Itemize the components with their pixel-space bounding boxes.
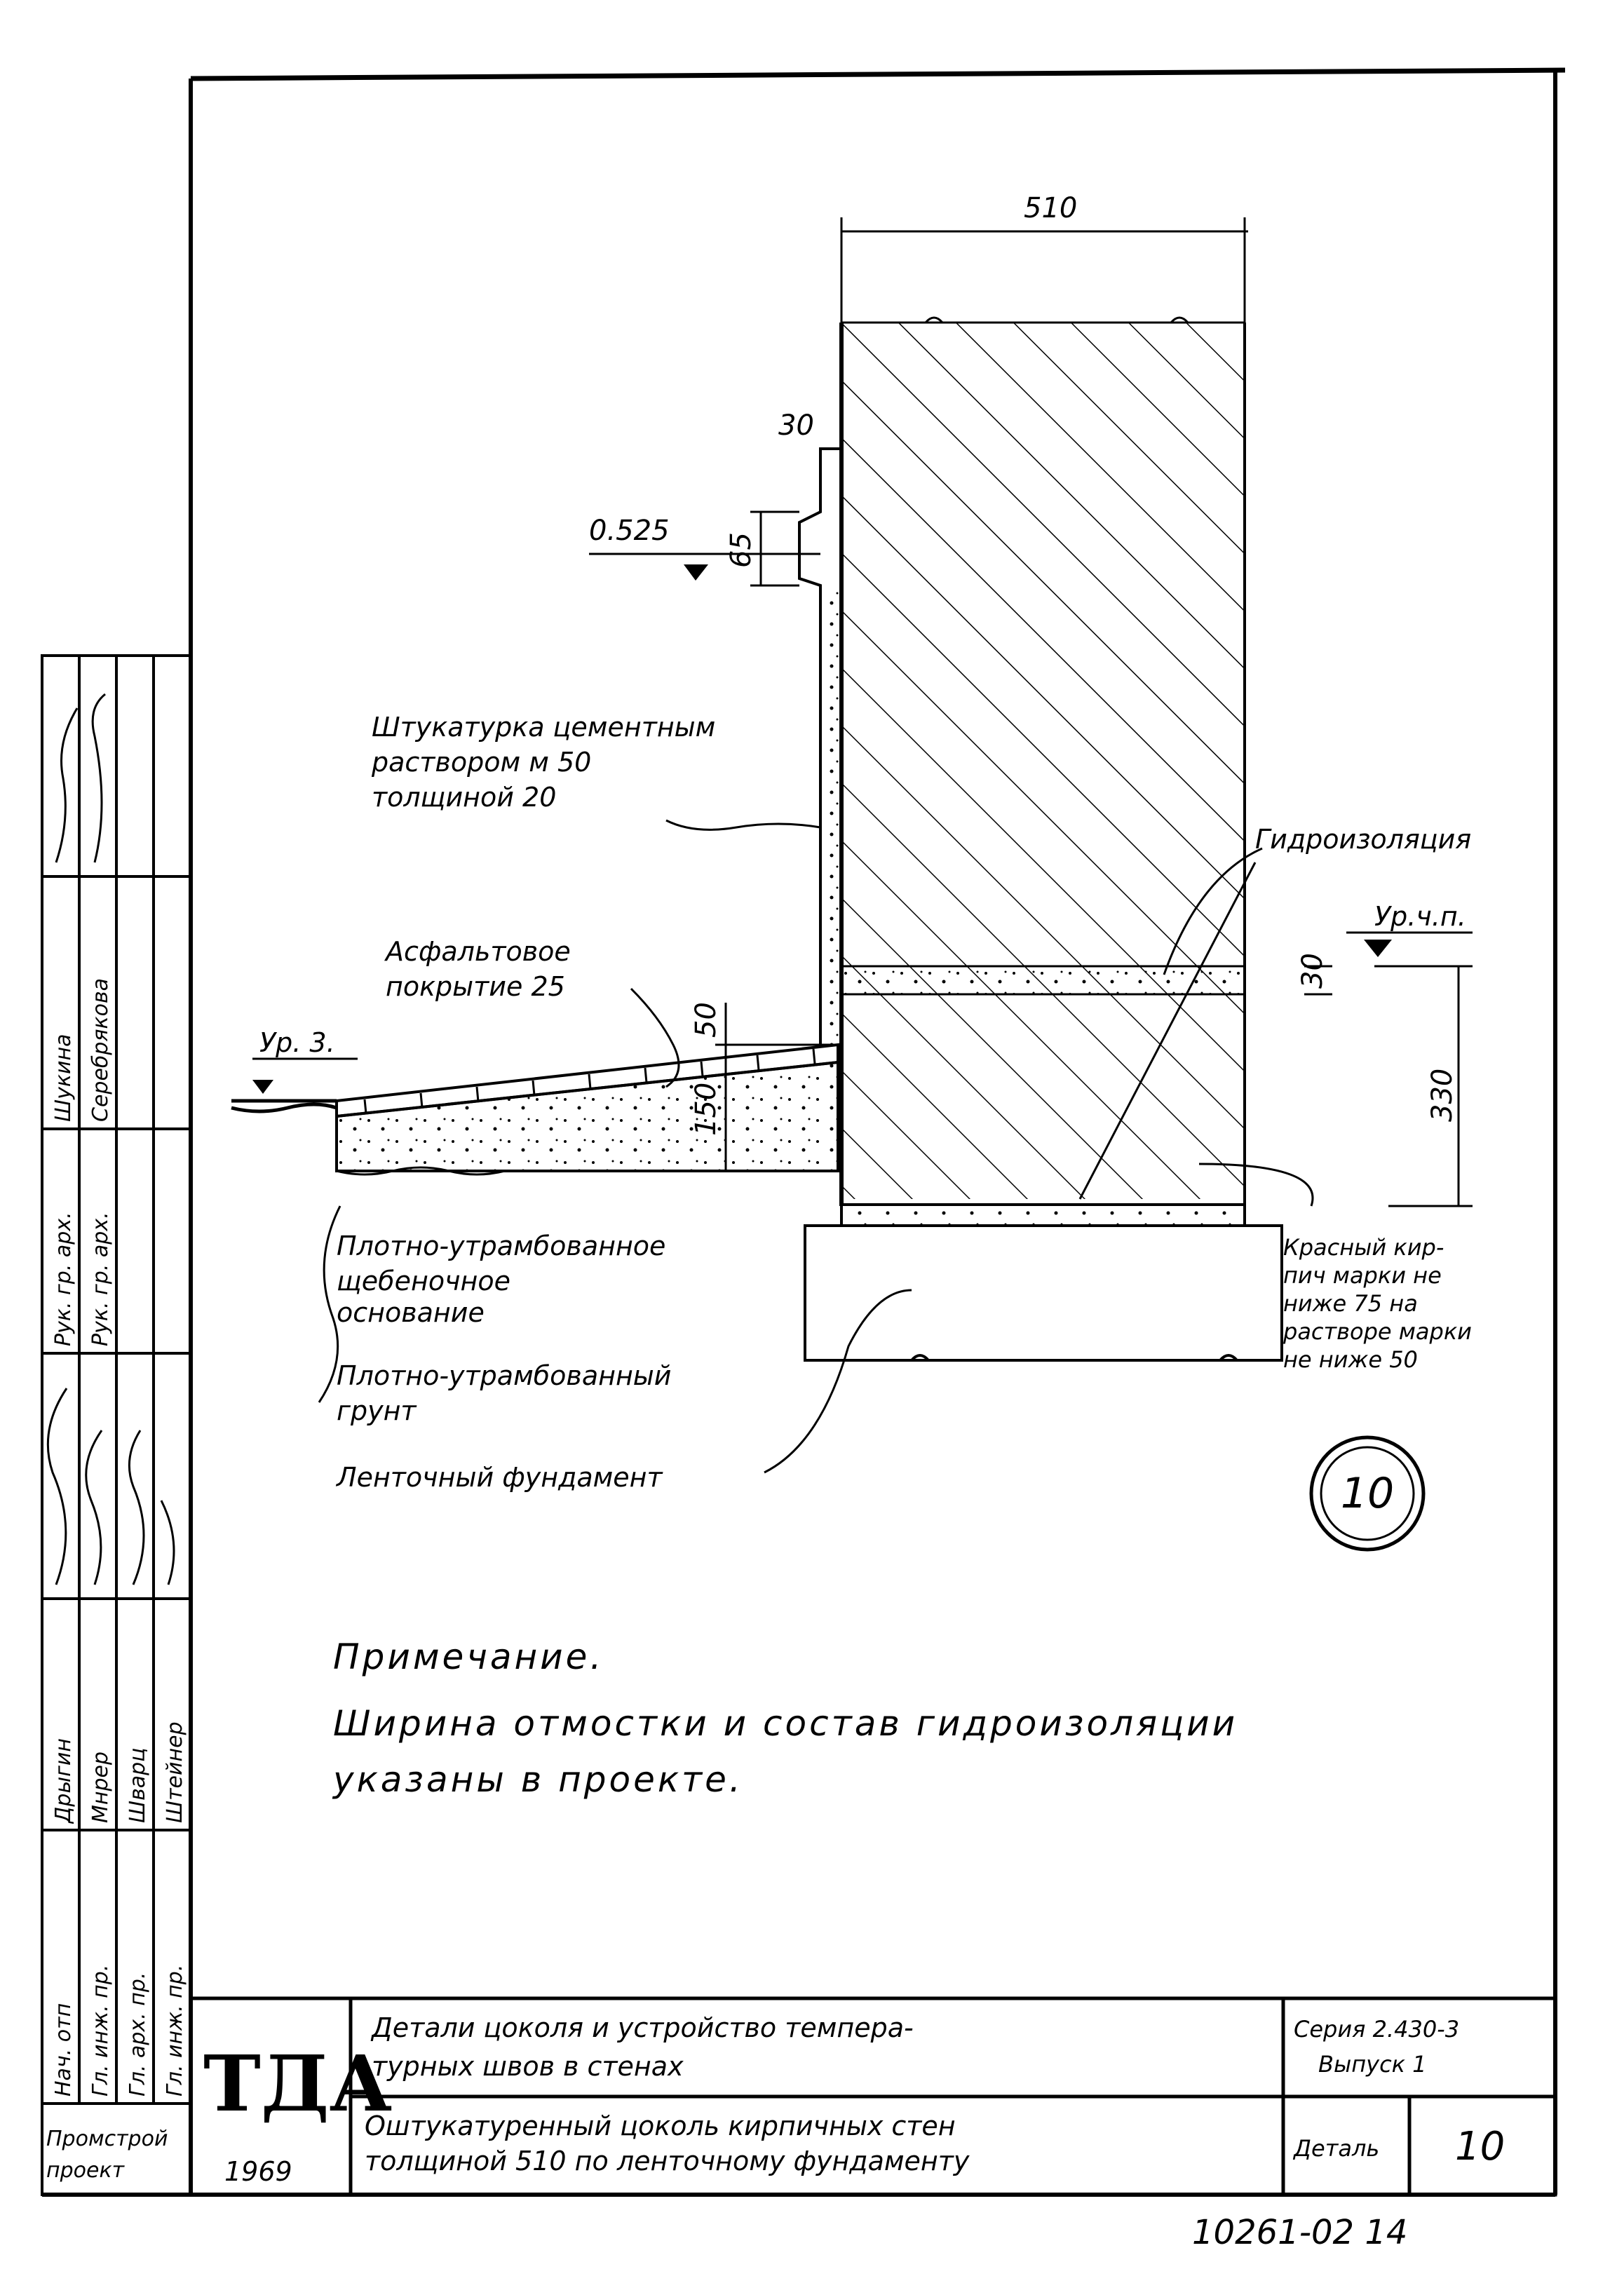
paving [231,1043,839,1176]
svg-text:Серебрякова: Серебрякова [88,978,113,1122]
label-red-brick: Красный кир- пич марки не ниже 75 на рас… [1283,1234,1472,1373]
dimension-lines [715,217,1473,1207]
svg-text:Ширина отмостки и состав гидро: Ширина отмостки и состав гидроизоляции [333,1703,1238,1744]
dim-waterproof: 30 [1297,953,1329,989]
svg-text:щебеночное: щебеночное [337,1266,510,1296]
svg-text:Нач. отп: Нач. отп [51,2003,76,2097]
level-mark-floor: Ур.ч.п. [1346,901,1473,957]
title-block-logo: ТДА [203,2038,392,2129]
dim-elevation: 0.525 [589,515,670,547]
svg-text:пич марки не: пич марки не [1283,1262,1442,1289]
waterproofing-layer [840,965,1246,996]
dim-foundation-depth: 330 [1426,1069,1459,1122]
title-block-year: 1969 [224,2156,292,2187]
svg-text:толщиной 20: толщиной 20 [372,782,556,813]
svg-text:Рук. гр. арх.: Рук. гр. арх. [51,1212,76,1346]
dim-base: 150 [690,1083,722,1136]
svg-text:Выпуск 1: Выпуск 1 [1318,2051,1427,2078]
strip-foundation [804,1224,1283,1362]
svg-text:Промстрой: Промстрой [46,2127,168,2151]
title-block-detail-label: Деталь [1292,2135,1379,2162]
label-strip-foundation: Ленточный фундамент [335,1462,664,1493]
dim-asphalt: 50 [690,1002,722,1038]
title-block-title-bottom: Оштукатуренный цоколь кирпичных стен тол… [365,2111,970,2176]
label-compacted-base: Плотно-утрамбованное щебеночное основани… [337,1231,665,1328]
svg-text:Гл. инж. пр.: Гл. инж. пр. [88,1965,113,2097]
svg-text:Ур. 3.: Ур. 3. [259,1027,335,1058]
svg-text:Дрыгин: Дрыгин [51,1738,76,1824]
svg-text:Гл. инж. пр.: Гл. инж. пр. [163,1965,187,2097]
svg-text:Штукатурка цементным: Штукатурка цементным [372,712,715,743]
svg-text:толщиной 510 по ленточному фун: толщиной 510 по ленточному фундаменту [365,2146,970,2176]
svg-text:основание: основание [337,1297,485,1328]
svg-text:10: 10 [1341,1469,1394,1518]
svg-text:растворе марки: растворе марки [1283,1318,1472,1345]
org-stamp: Промстрой проект [46,2127,168,2183]
label-asphalt: Асфальтовое покрытие 25 [384,936,571,1002]
svg-text:Детали цоколя и устройство тем: Детали цоколя и устройство темпера- [370,2012,914,2043]
leader-lines [318,819,1314,1474]
note: Примечание. Ширина отмостки и состав гид… [332,1637,1238,1800]
handwritten-signatures [46,693,175,1585]
svg-text:Мнрер: Мнрер [88,1752,113,1823]
svg-text:Шукина: Шукина [51,1034,76,1122]
mortar-bed [840,1203,1246,1227]
svg-text:указаны в проекте.: указаны в проекте. [332,1759,743,1800]
svg-text:Плотно-утрамбованный: Плотно-утрамбованный [337,1360,672,1391]
svg-text:Плотно-утрамбованное: Плотно-утрамбованное [337,1231,665,1261]
brick-wall [839,316,1246,1206]
svg-text:турных швов в стенах: турных швов в стенах [372,2051,684,2082]
svg-text:Гл. арх. пр.: Гл. арх. пр. [126,1972,150,2097]
svg-text:ниже 75 на: ниже 75 на [1283,1290,1418,1317]
svg-text:Примечание.: Примечание. [333,1637,604,1677]
dim-wall-width: 510 [1024,192,1077,224]
label-waterproofing: Гидроизоляция [1255,824,1471,855]
title-block [189,1996,1557,2197]
svg-text:Штейнер: Штейнер [163,1721,187,1823]
svg-text:раствором м 50: раствором м 50 [371,747,591,778]
title-block-detail-number: 10 [1455,2124,1505,2169]
svg-text:не ниже 50: не ниже 50 [1283,1346,1418,1373]
svg-text:Красный кир-: Красный кир- [1283,1234,1444,1261]
svg-text:Шварц: Шварц [126,1747,150,1823]
dim-plinth-step: 65 [725,532,757,568]
label-compacted-soil: Плотно-утрамбованный грунт [337,1360,672,1426]
svg-text:Рук. гр. арх.: Рук. гр. арх. [88,1212,113,1346]
svg-text:грунт: грунт [337,1395,417,1426]
title-block-series: Серия 2.430-3 Выпуск 1 [1294,2016,1459,2078]
svg-text:Асфальтовое: Асфальтовое [384,936,571,967]
dim-plinth-offset: 30 [778,409,814,442]
svg-text:Оштукатуренный цоколь кирпичны: Оштукатуренный цоколь кирпичных стен [365,2111,956,2141]
svg-text:Серия 2.430-3: Серия 2.430-3 [1294,2016,1459,2043]
svg-text:проект: проект [46,2158,126,2183]
title-block-title-top: Детали цоколя и устройство темпера- турн… [370,2012,914,2082]
detail-mark: 10 [1309,1435,1426,1552]
svg-text:Ур.ч.п.: Ур.ч.п. [1374,901,1466,932]
level-mark-elevation [589,553,820,581]
signature-roles: Нач. отп Гл. инж. пр. Гл. арх. пр. Гл. и… [51,978,187,2097]
level-mark-ground: Ур. 3. [252,1027,358,1094]
label-plaster: Штукатурка цементным раствором м 50 толщ… [371,712,715,813]
plinth-plaster [798,447,841,1053]
sheet-code: 10261-02 14 [1192,2213,1407,2252]
signature-table [41,654,192,2196]
svg-text:покрытие 25: покрытие 25 [386,971,565,1002]
